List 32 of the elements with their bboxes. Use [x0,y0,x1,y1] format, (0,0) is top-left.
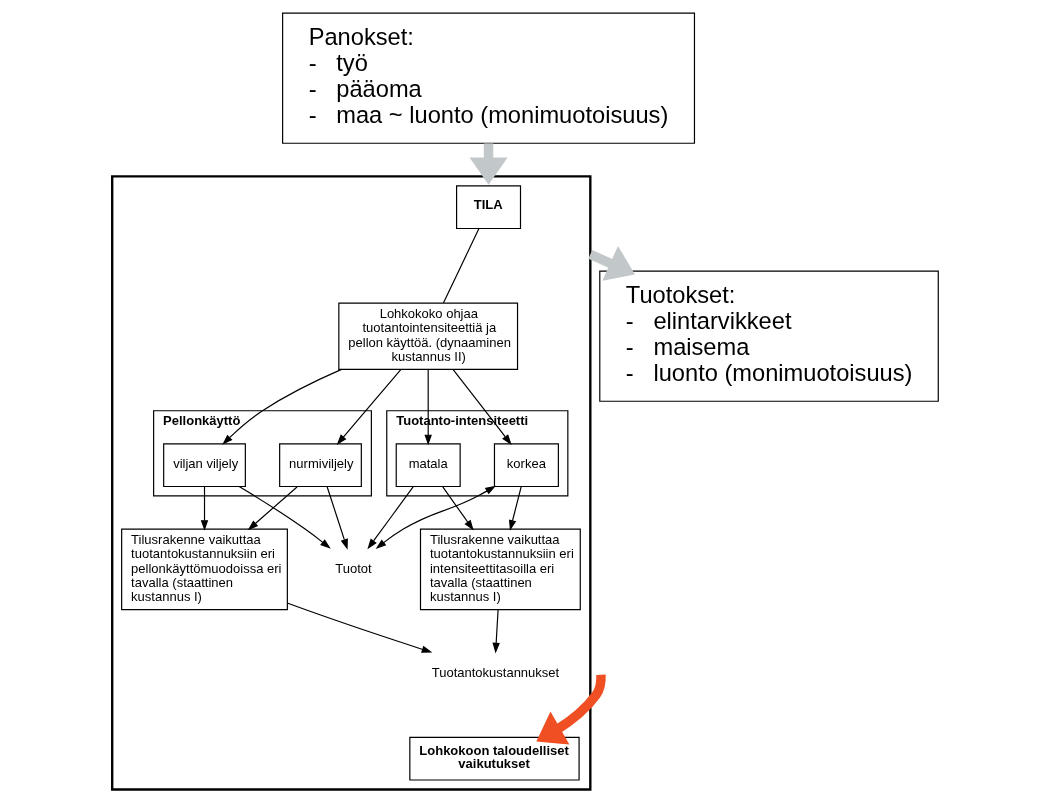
arrow [375,485,496,549]
arrow [336,368,402,445]
arrow [366,486,414,550]
arrow [423,368,432,446]
arrow [221,368,342,445]
node-box: matala [395,443,461,488]
arrow [469,143,508,185]
arrow [286,602,432,653]
arrow [535,674,606,745]
arrow [451,368,512,445]
arrow [491,608,500,654]
node-box: Tilusrakenne vaikuttaa tuotantokustannuksiin eri pellonkäyttömuodoissa eri tavalla (staattinen kustannus I) [120,528,288,611]
node-box: Tuotokset: - elintarvikkeet - maisema - luonto (monimuotoisuus) [598,270,939,402]
node-box: TILA [455,185,521,230]
cluster [110,175,591,791]
node-text: Tuotantokustannukset [431,664,559,680]
arrow [200,486,208,531]
node-text: Tuotot [334,560,372,576]
node-box: Tilusrakenne vaikuttaa tuotantokustannuksiin eri intensiteettitasoilla eri tavalla (staattinen kustannus I) [419,528,581,611]
node-box: korkea [493,443,559,488]
arrow [508,486,522,531]
node-box: Panokset: - työ - pääoma - maa ~ luonto (monimuotoisuus) [281,12,695,144]
node-box: nurmiviljely [278,443,362,488]
connector [442,228,479,304]
arrow [587,245,635,281]
arrow [441,486,474,531]
arrow [247,486,298,531]
arrow [326,486,348,550]
arrow [238,485,331,549]
node-box: Lohkokoon taloudelliset vaikutukset [408,736,580,781]
node-box: Lohkokoko ohjaa tuotantointensiteettiä ja pellon käyttöä. (dynaaminen kustannus II) [337,302,518,370]
node-box: viljan viljely [162,443,246,488]
